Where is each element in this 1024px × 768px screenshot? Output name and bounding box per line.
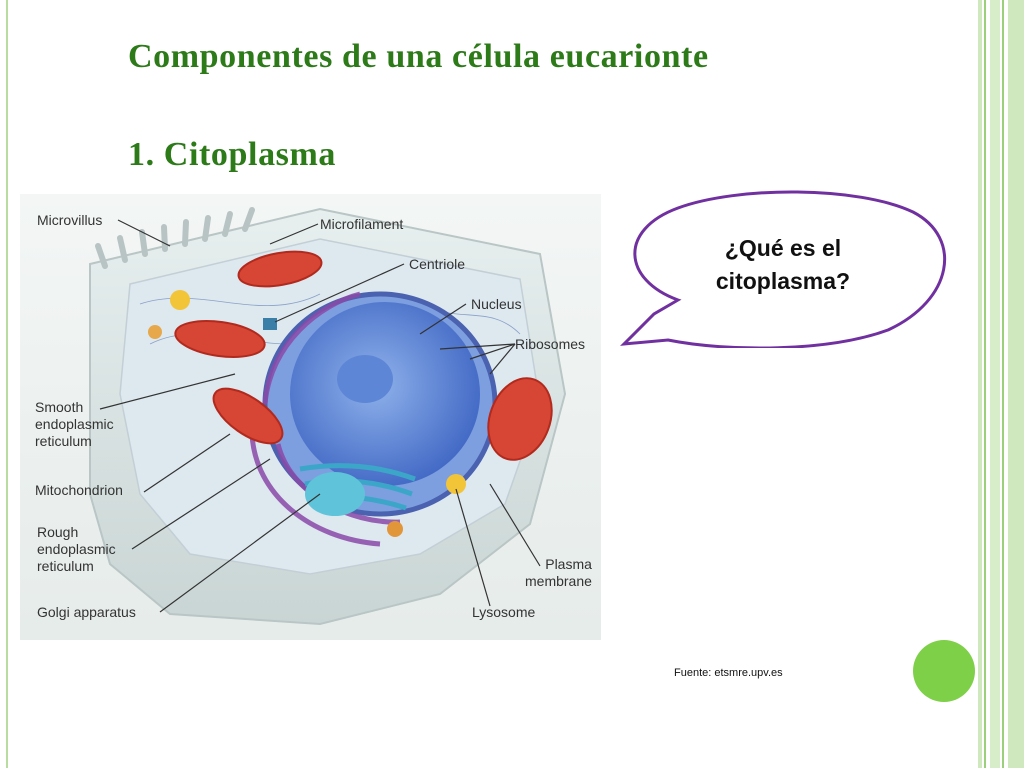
decorative-green-circle — [913, 640, 975, 702]
label-rough-er-line: endoplasmic — [37, 541, 116, 557]
border-stripe — [1008, 0, 1024, 768]
label-rough-er: Rough endoplasmic reticulum — [37, 524, 116, 575]
border-stripe — [1002, 0, 1004, 768]
lysosomes — [148, 290, 466, 537]
label-microfilament: Microfilament — [320, 216, 404, 232]
label-mitochondrion: Mitochondrion — [35, 482, 123, 498]
microvilli — [95, 207, 255, 269]
source-credit: Fuente: etsmre.upv.es — [674, 667, 783, 679]
nucleolus — [337, 355, 393, 403]
label-ribosomes: Ribosomes — [515, 336, 586, 352]
bubble-question: ¿Qué es el citoplasma? — [715, 235, 851, 294]
leader-lines — [99, 219, 541, 613]
speech-bubble — [618, 188, 950, 350]
right-decorative-border — [978, 0, 1024, 768]
border-stripe — [978, 0, 982, 768]
label-nucleus: Nucleus — [471, 296, 522, 312]
mitochondria — [174, 250, 553, 461]
speech-bubble-shape — [620, 190, 947, 350]
label-smooth-er: Smooth endoplasmic reticulum — [35, 399, 114, 450]
cell-illustration — [89, 207, 567, 626]
label-rough-er-line: reticulum — [37, 558, 94, 574]
label-centriole: Centriole — [409, 256, 466, 272]
label-smooth-er-line: endoplasmic — [35, 416, 114, 432]
slide-subtitle: 1. Citoplasma — [128, 136, 337, 173]
slide-title: Componentes de una célula eucarionte — [128, 38, 709, 75]
vesicle — [305, 472, 365, 516]
border-stripe — [990, 0, 1000, 768]
label-plasma-membrane-line: Plasma — [545, 556, 592, 572]
label-plasma-membrane-line: membrane — [525, 573, 592, 589]
label-plasma-membrane: Plasma membrane — [525, 556, 592, 590]
left-border-line — [6, 0, 8, 768]
centriole — [263, 318, 277, 330]
label-lysosome: Lysosome — [472, 604, 536, 620]
label-smooth-er-line: Smooth — [35, 399, 84, 415]
label-rough-er-line: Rough — [37, 524, 79, 540]
label-microvillus: Microvillus — [37, 212, 103, 228]
label-smooth-er-line: reticulum — [35, 433, 92, 449]
eukaryotic-cell-diagram: Microvillus Microfilament Centriole Nucl… — [20, 194, 601, 640]
label-golgi: Golgi apparatus — [37, 604, 136, 620]
border-stripe — [984, 0, 986, 768]
